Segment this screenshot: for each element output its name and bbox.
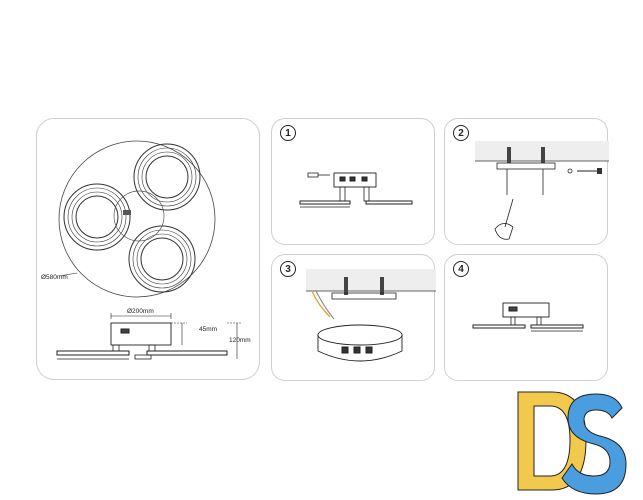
- side-view: [56, 322, 228, 360]
- ring-left: [63, 183, 131, 251]
- step-3-drawing: [306, 269, 436, 362]
- base-height-label: 45mm: [199, 326, 217, 333]
- mounting-bracket: [496, 162, 556, 195]
- outer-diameter-circle: [58, 140, 216, 298]
- step-2-badge: 2: [453, 125, 469, 141]
- mounting-bracket: [331, 292, 397, 300]
- base-block: [123, 210, 131, 215]
- ds-logo-icon: [517, 391, 627, 495]
- step-4-drawing: [472, 302, 584, 332]
- base-width-label: Ø200mm: [127, 308, 154, 315]
- step-3-badge: 3: [280, 261, 296, 277]
- ceiling-texture: [306, 269, 436, 291]
- ring-top-right: [133, 143, 201, 211]
- dimensions-drawing: Ø580mm Ø200mm 45mm 120mm: [41, 140, 251, 360]
- base-circle: [113, 190, 165, 242]
- step-4-badge: 4: [453, 261, 469, 277]
- step-1-badge: 1: [280, 125, 296, 141]
- dimensions-panel: Ø580mm Ø200mm 45mm 120mm: [36, 118, 260, 380]
- total-height-label: 120mm: [229, 337, 251, 344]
- anchor-bolts: [344, 277, 384, 295]
- step-4-panel: 4: [444, 254, 608, 381]
- anchor-bolts: [507, 147, 545, 163]
- drill-icon: [494, 198, 514, 240]
- brand-logo: [512, 386, 630, 498]
- step-3-panel: 3: [271, 254, 436, 381]
- step-2-panel: 2: [444, 118, 609, 245]
- diameter-label: Ø580mm: [41, 274, 68, 281]
- screw-icon: [567, 168, 602, 174]
- step-1-panel: 1: [271, 118, 435, 245]
- installed-lamp: [472, 302, 584, 332]
- step-1-drawing: [299, 172, 413, 208]
- lamp-base-bottom: [317, 324, 403, 362]
- lamp-base: [299, 172, 413, 208]
- wires: [311, 290, 335, 320]
- ring-bottom-right: [128, 225, 196, 293]
- step-2-drawing: [475, 141, 609, 240]
- screwdriver-icon: [307, 172, 330, 178]
